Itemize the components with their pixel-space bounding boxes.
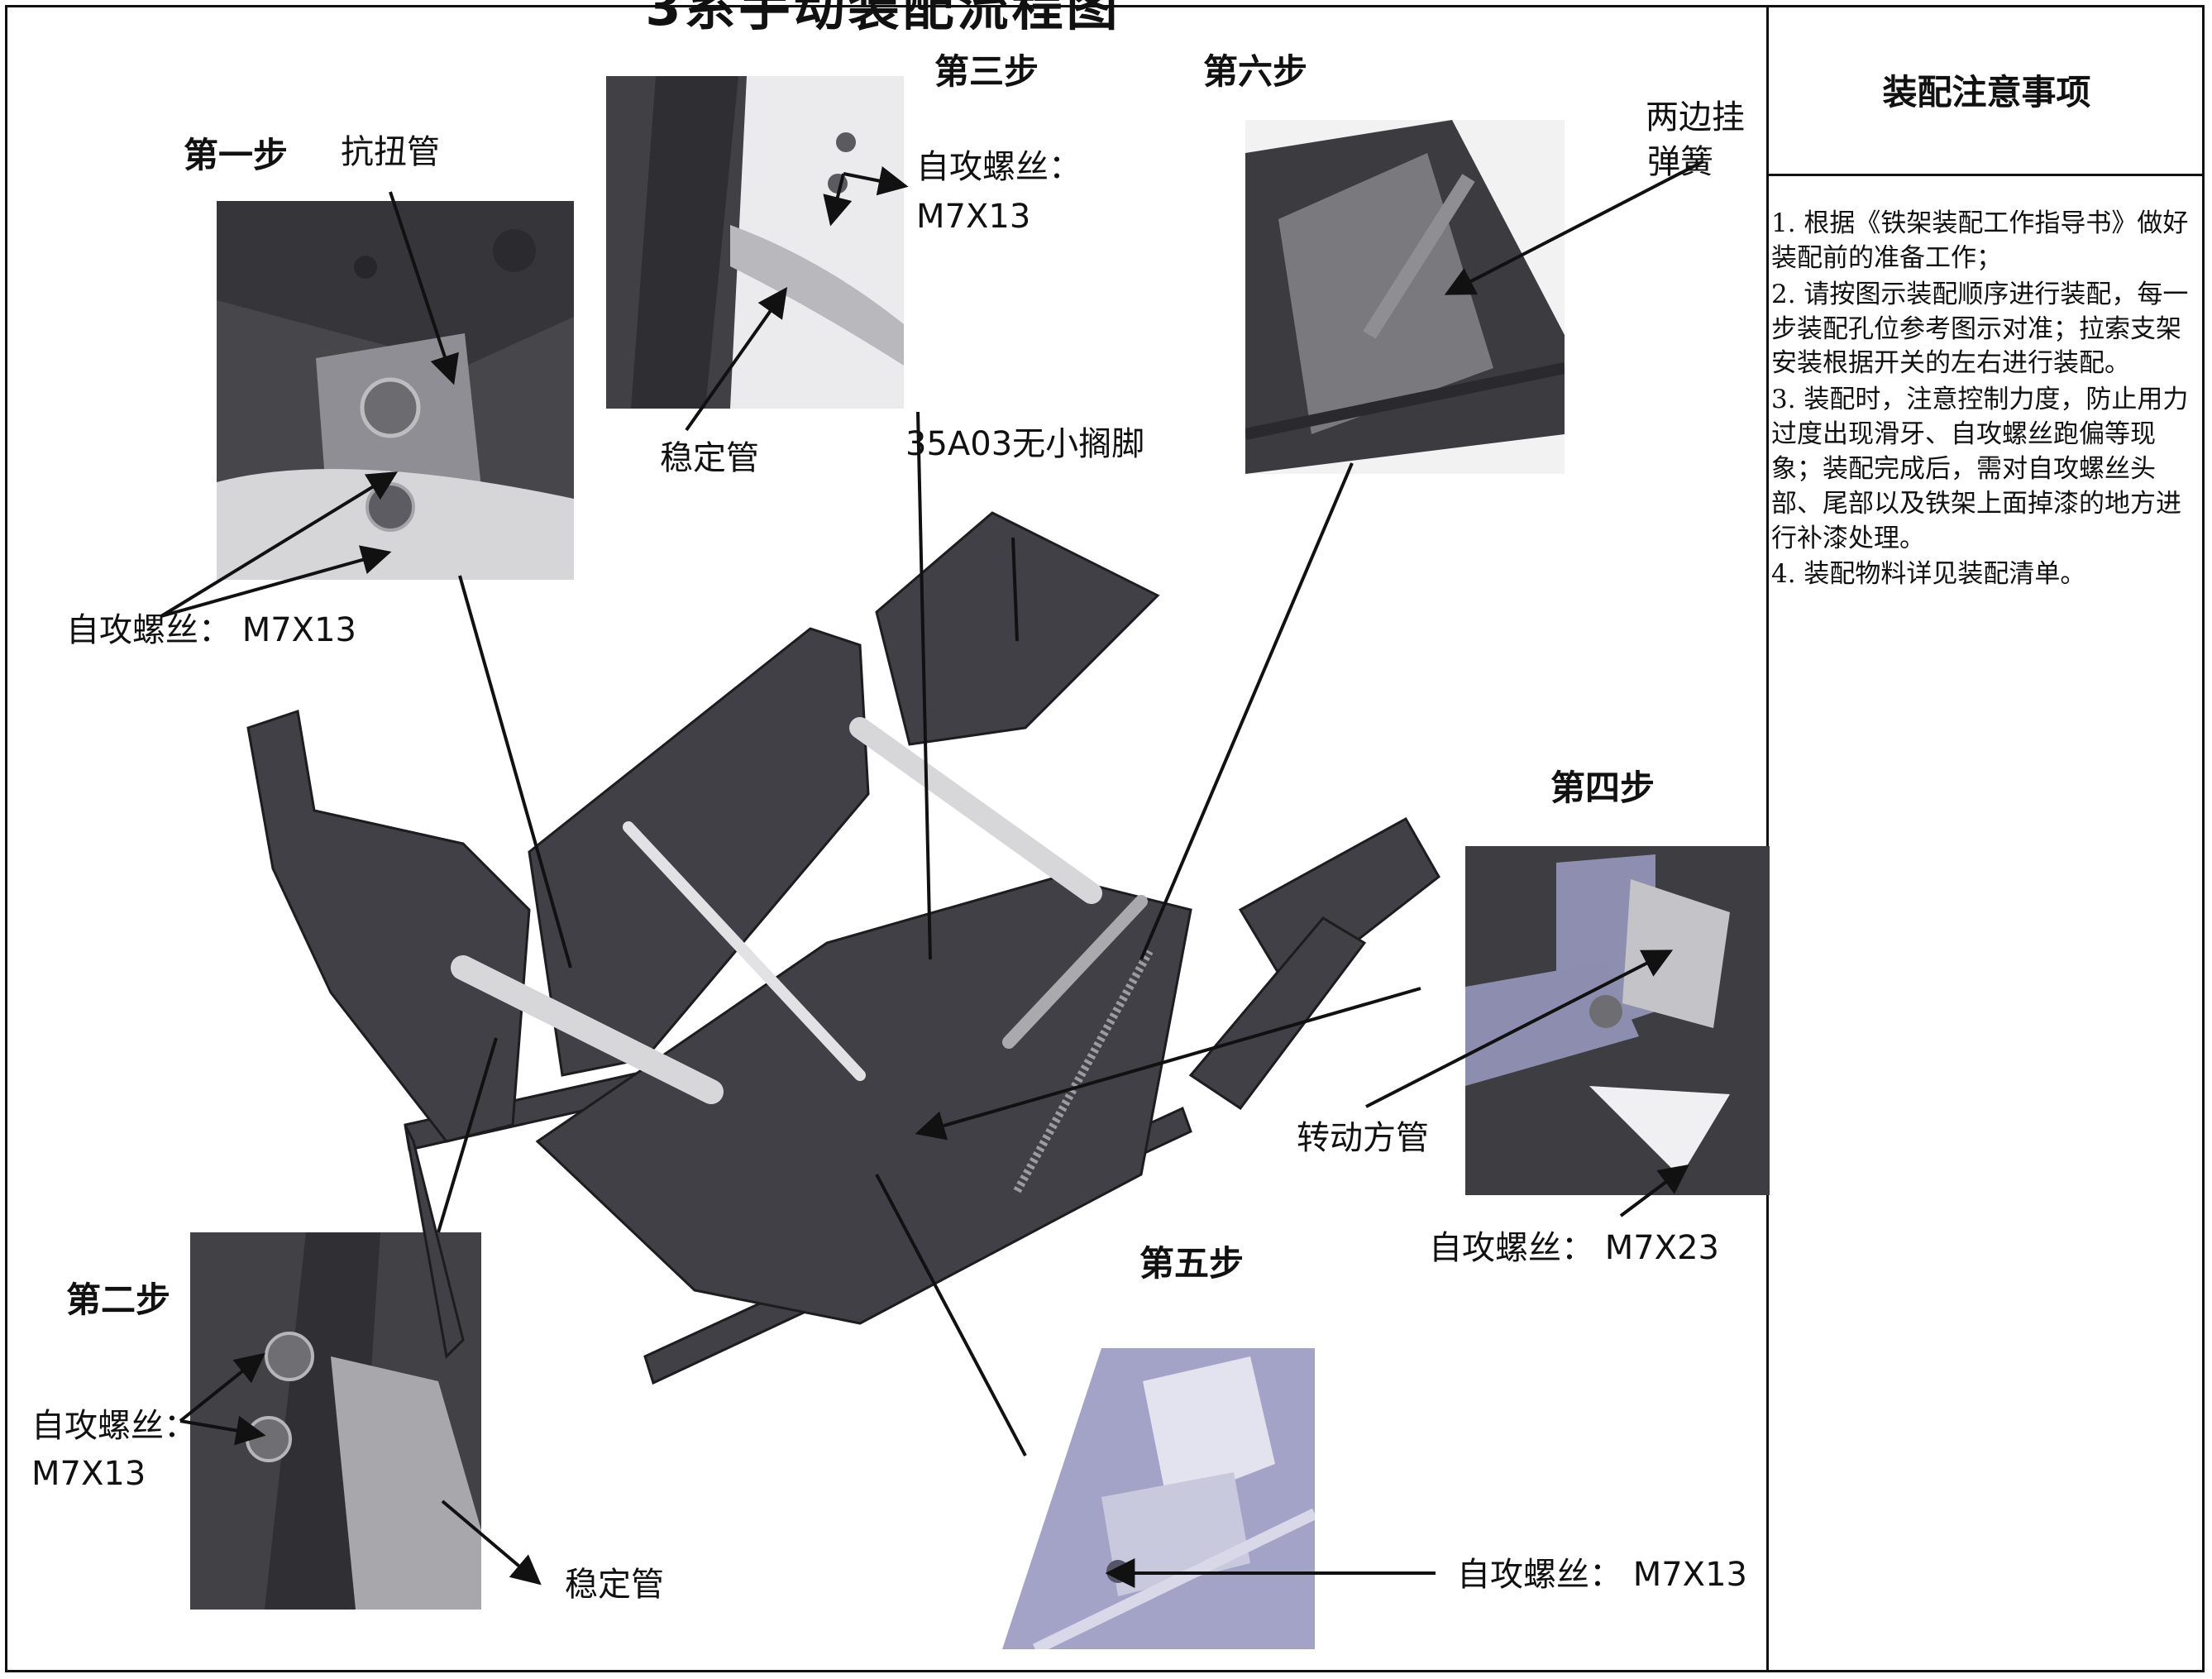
notes-header-divider (1766, 174, 2205, 176)
step2-screw-label-line1: 自攻螺丝： (31, 1407, 197, 1445)
step2-stabilizer-tube-label: 稳定管 (565, 1566, 664, 1604)
step1-screw-label: 自攻螺丝： M7X13 (66, 611, 356, 649)
notes-heading: 装配注意事项 (1882, 71, 2091, 112)
note-item: 1. 根据《铁架装配工作指导书》做好装配前的准备工作； (1771, 208, 2189, 273)
springs-label-line1: 两边挂 (1646, 98, 1745, 136)
note-item: 2. 请按图示装配顺序进行装配，每一步装配孔位参考图示对准；拉索支架安装根据开关… (1771, 279, 2189, 379)
step2-screw-label-line2: M7X13 (31, 1455, 146, 1493)
step1-label: 第一步 (184, 135, 289, 175)
notes-divider (1766, 5, 1769, 1672)
step6-detail-photo (1245, 120, 1565, 474)
step2-label: 第二步 (66, 1280, 171, 1320)
note-item: 3. 装配时，注意控制力度，防止用力过度出现滑牙、自攻螺丝跑偏等现象；装配完成后… (1771, 385, 2189, 553)
step4-detail-photo (1465, 846, 1770, 1195)
step3-label: 第三步 (934, 51, 1039, 92)
step2-detail-photo (190, 1232, 481, 1610)
step4-label: 第四步 (1550, 768, 1655, 808)
note-item: 4. 装配物料详见装配清单。 (1771, 559, 2086, 590)
springs-label-line2: 弹簧 (1647, 143, 1713, 181)
step1-detail-photo (217, 201, 574, 580)
sheet-border (5, 5, 2205, 1672)
rotating-square-tube-label: 转动方管 (1297, 1119, 1429, 1157)
step3-detail-photo (606, 76, 904, 409)
step5-label: 第五步 (1139, 1243, 1245, 1284)
assembly-notes-list: 1. 根据《铁架装配工作指导书》做好装配前的准备工作； 2. 请按图示装配顺序进… (1771, 207, 2200, 594)
torsion-tube-label: 抗扭管 (341, 133, 440, 171)
step6-label: 第六步 (1203, 51, 1308, 92)
step5-screw-label: 自攻螺丝： M7X13 (1457, 1556, 1747, 1594)
step4-screw-label: 自攻螺丝： M7X23 (1429, 1229, 1719, 1267)
step3-screw-label-line2: M7X13 (916, 198, 1031, 236)
step5-detail-photo (1002, 1348, 1315, 1649)
model-note-label: 35A03无小搁脚 (905, 425, 1145, 463)
step3-stabilizer-tube-label: 稳定管 (660, 439, 759, 477)
step3-screw-label-line1: 自攻螺丝： (916, 148, 1082, 186)
